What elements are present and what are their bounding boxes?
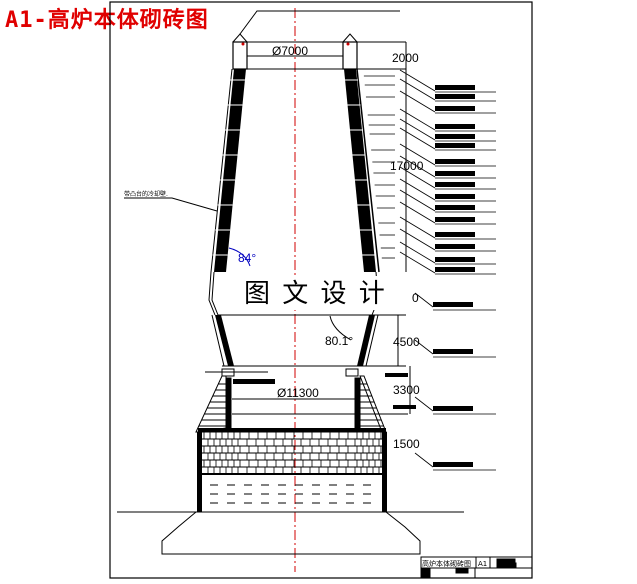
leader-line	[399, 108, 436, 131]
title-block-sheet: A1	[478, 560, 487, 568]
notch-marker	[393, 405, 416, 409]
leader-line	[399, 228, 436, 251]
hearth-top-course	[198, 428, 386, 432]
leader-line	[414, 339, 434, 355]
leader-line	[399, 189, 436, 212]
part-label-bar	[435, 205, 475, 210]
part-label-bar	[435, 94, 475, 99]
throat-diameter-label: Ø7000	[272, 44, 308, 58]
foundation-concrete	[197, 432, 387, 512]
drawing-frame	[109, 1, 533, 579]
part-label-bar	[435, 171, 475, 176]
leader-line	[414, 292, 434, 308]
throat	[232, 10, 406, 70]
part-leaders	[363, 69, 496, 471]
leader-line	[399, 178, 436, 201]
dim-throat-height: 2000	[392, 51, 419, 65]
part-label-bar	[433, 302, 473, 307]
stack-wall-right	[344, 68, 380, 273]
stave-note: 带凸台的冷却壁.	[124, 190, 168, 198]
stack-angle-arc	[228, 247, 251, 267]
part-label-bar	[435, 134, 475, 139]
leader-line	[399, 216, 436, 239]
hearth-diameter-label: Ø11300	[277, 386, 319, 400]
stave-note-leader	[124, 197, 218, 212]
dim-hearth-height: 1500	[393, 437, 420, 451]
part-label-bar	[435, 143, 475, 148]
leader-line	[414, 396, 434, 412]
leader-line	[399, 201, 436, 224]
bosh-angle-label: 80.1°	[325, 334, 353, 348]
dim-tuyere-height: 3300	[393, 383, 420, 397]
part-label-bar	[435, 106, 475, 111]
part-label-bar	[435, 232, 475, 237]
hearth-slope-bricks	[198, 383, 384, 427]
leader-line	[399, 78, 436, 101]
part-label-bar	[435, 182, 475, 187]
dim-stack-height: 17000	[390, 159, 424, 173]
part-label-bar	[433, 349, 473, 354]
leader-line	[414, 452, 434, 468]
part-label-bar	[435, 244, 475, 249]
watermark: 图 文 设 计	[244, 279, 387, 309]
foundation	[161, 511, 421, 555]
dimension-lines	[397, 42, 411, 414]
part-label-bar	[435, 217, 475, 222]
part-label-bar	[435, 257, 475, 262]
stack-brick-joints	[212, 79, 376, 256]
part-label-bar	[435, 159, 475, 164]
stack-wall-left	[210, 68, 246, 273]
leader-line	[399, 155, 436, 178]
dim-belly-mark: 0	[412, 291, 419, 305]
leader-line	[399, 251, 436, 274]
watermark-bg	[240, 276, 390, 310]
part-label-bar	[435, 194, 475, 199]
part-label-bar	[435, 85, 475, 90]
dim-bosh-height: 4500	[393, 335, 420, 349]
leader-line	[399, 127, 436, 150]
part-label-bar	[433, 462, 473, 467]
drawing-title: A1-高炉本体砌砖图	[5, 8, 209, 33]
leader-line	[399, 241, 436, 264]
hearth-bottom-bricks	[198, 428, 386, 474]
stack-angle-label: 84°	[238, 251, 256, 265]
part-label-bar	[435, 267, 475, 272]
leader-line	[399, 143, 436, 166]
part-label-bar	[435, 124, 475, 129]
part-label-bar	[433, 406, 473, 411]
title-block	[420, 556, 533, 579]
leader-line	[399, 118, 436, 141]
cooling-plate-marker	[233, 379, 275, 384]
hearth-wall	[195, 368, 408, 433]
title-block-name: 高炉本体砌砖图	[422, 559, 471, 568]
leader-line	[399, 166, 436, 189]
tuyere-marker	[385, 373, 408, 377]
leader-line	[399, 90, 436, 113]
leader-line	[399, 69, 436, 92]
bosh	[211, 314, 406, 367]
bosh-angle-arc	[329, 315, 352, 341]
